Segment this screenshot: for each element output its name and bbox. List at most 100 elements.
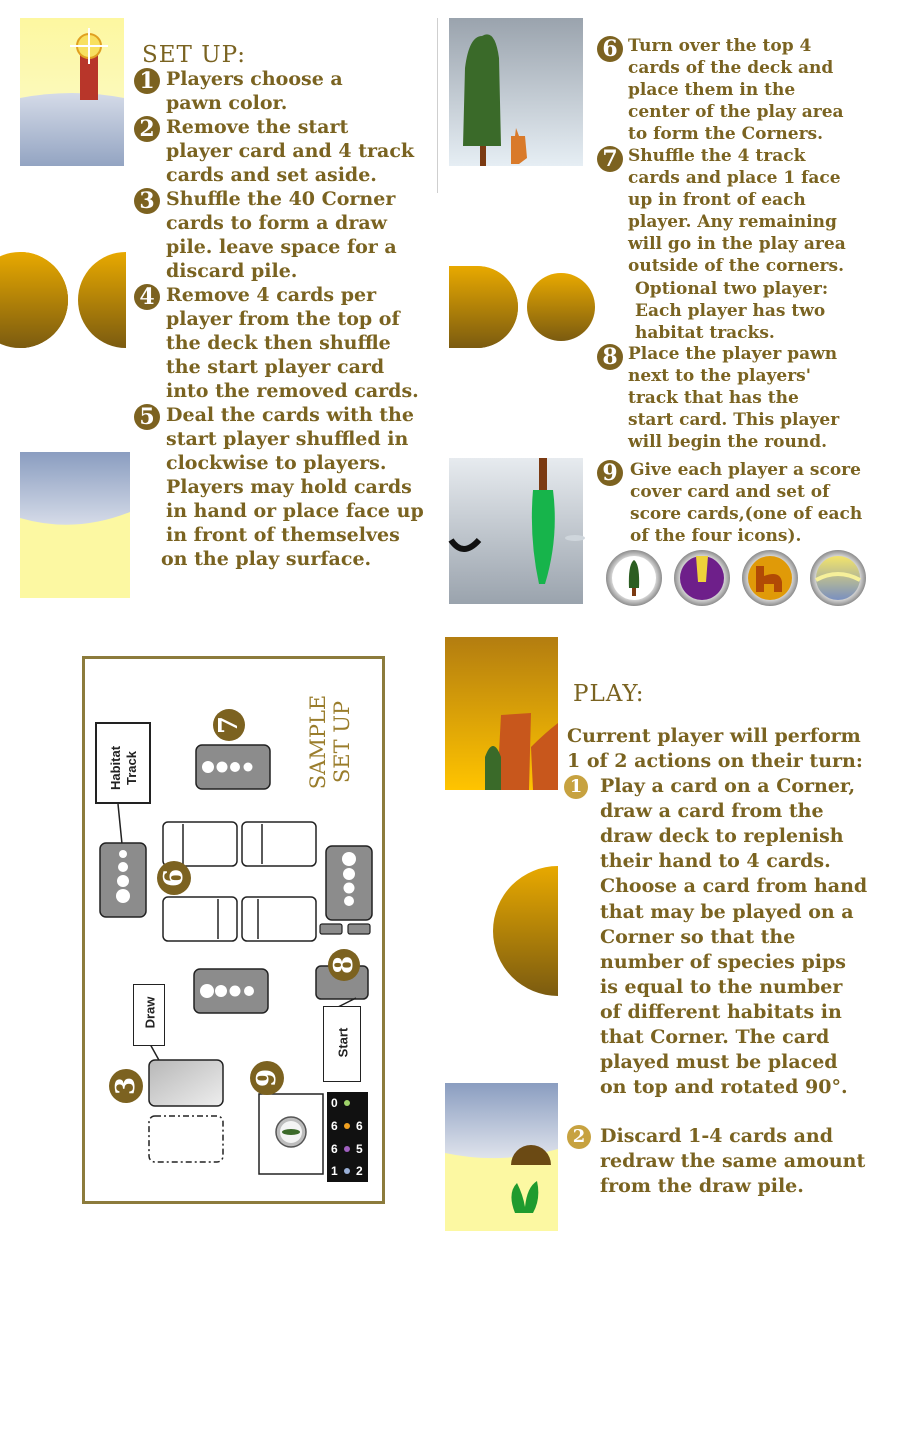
play-action-1-line: number of species pips: [600, 950, 846, 973]
setup-step-5-line: Deal the cards with the: [166, 404, 414, 426]
track-card-right: [319, 845, 373, 935]
marker-7: 7: [213, 709, 245, 741]
corner-cards: [162, 821, 317, 942]
score-row-3-right: 5: [356, 1142, 363, 1156]
setup-right-step-2-line: up in front of each: [628, 190, 806, 210]
setup-step-4-line: player from the top of: [166, 308, 400, 330]
setup-right-step-1-line: to form the Corners.: [628, 124, 824, 144]
discard-pile: [148, 1115, 224, 1163]
play-action-1-number: 1: [564, 775, 588, 799]
play-intro-line: 1 of 2 actions on their turn:: [567, 750, 863, 772]
draw-label-text: Draw: [142, 996, 158, 1029]
setup-right-step-8-number: 8: [597, 344, 623, 370]
track-card-bottom: [193, 968, 269, 1014]
setup-title: SET UP:: [142, 42, 246, 68]
sun-half-right: [449, 266, 595, 348]
setup-right-step-4-line: next to the players': [628, 366, 811, 386]
score-row-4-left: 1: [331, 1164, 338, 1178]
setup-right-step-9-number: 9: [597, 460, 623, 486]
setup-right-step-1-line: Turn over the top 4: [628, 36, 812, 56]
tree-card-art: [449, 18, 583, 166]
setup-right-step-2-line: cards and place 1 face: [628, 168, 841, 188]
play-intro-line: Current player will perform: [567, 725, 861, 747]
plant-card-art: [445, 1083, 558, 1231]
setup-step-5-line: on the play surface.: [161, 548, 372, 570]
marker-3: 3: [109, 1069, 143, 1103]
setup-right-step-3-line: habitat tracks.: [635, 323, 775, 343]
setup-right-step-4-line: will begin the round.: [628, 432, 828, 452]
play-action-1-line: is equal to the number: [600, 975, 843, 998]
play-action-1-line: that may be played on a: [600, 900, 854, 923]
play-action-1-line: that Corner. The card: [600, 1026, 830, 1048]
play-action-2-line: Discard 1-4 cards and: [600, 1125, 834, 1147]
setup-right-step-2-line: outside of the corners.: [628, 256, 844, 276]
setup-step-5-line: in front of themselves: [166, 524, 400, 546]
setup-right-step-4-line: start card. This player: [628, 410, 840, 430]
setup-right-step-5-line: score cards,(one of each: [630, 504, 863, 524]
habitat-track-card: [99, 842, 147, 918]
setup-step-3-line: discard pile.: [166, 260, 298, 282]
habitat-track-label: Habitat Track: [95, 722, 151, 804]
play-action-1-line: Corner so that the: [600, 925, 796, 948]
draw-label: Draw: [133, 984, 165, 1046]
setup-step-3-number: 3: [134, 188, 160, 214]
setup-step-4-line: into the removed cards.: [166, 380, 419, 402]
setup-step-1-number: 1: [134, 68, 160, 94]
play-action-1-line: played must be placed: [600, 1051, 838, 1074]
sample-setup-diagram: [82, 656, 385, 1204]
play-title: PLAY:: [573, 681, 645, 707]
play-action-1-line: on top and rotated 90°.: [600, 1076, 848, 1099]
score-row-1-left: 0: [331, 1096, 338, 1110]
setup-step-5-line: Players may hold cards: [166, 476, 412, 498]
setup-right-step-1-line: cards of the deck and: [628, 58, 834, 78]
setup-right-step-2-line: will go in the play area: [628, 234, 846, 254]
setup-right-step-1-line: center of the play area: [628, 102, 844, 122]
setup-right-step-4-line: track that has the: [628, 388, 799, 408]
setup-right-step-5-line: cover card and set of: [630, 482, 830, 502]
score-cover-card: [258, 1093, 324, 1175]
setup-step-2-line: player card and 4 track: [166, 140, 415, 162]
forest-score-icon: [606, 550, 662, 606]
setup-right-step-3-line: Optional two player:: [635, 279, 829, 299]
setup-step-5-line: start player shuffled in: [166, 428, 409, 450]
draw-pile: [148, 1043, 224, 1107]
play-action-1-line: their hand to 4 cards.: [600, 850, 831, 873]
sun-half-play: [493, 866, 558, 996]
sun-half-left: [0, 252, 126, 348]
setup-step-4-number: 4: [134, 284, 160, 310]
setup-step-5-line: in hand or place face up: [166, 500, 424, 522]
score-row-2-right: 6: [356, 1119, 363, 1133]
play-action-1-line: of different habitats in: [600, 1000, 842, 1023]
play-action-2-line: redraw the same amount: [600, 1150, 866, 1172]
setup-step-3-line: Shuffle the 40 Corner: [166, 188, 396, 210]
setup-step-5-number: 5: [134, 404, 160, 430]
setup-step-2-number: 2: [134, 116, 160, 142]
setup-step-4-line: the deck then shuffle: [166, 332, 391, 354]
score-cards-stack: [327, 1092, 368, 1182]
setup-step-2-line: cards and set aside.: [166, 164, 377, 186]
setup-step-1-line: pawn color.: [166, 92, 288, 114]
canyon-card-art: [445, 637, 558, 790]
setup-right-step-3-line: Each player has two: [635, 301, 826, 321]
marker-6: 6: [157, 861, 191, 895]
play-action-1-line: Choose a card from hand: [600, 875, 868, 898]
setup-step-3-line: cards to form a draw: [166, 212, 388, 234]
setup-step-4-line: the start player card: [166, 356, 385, 378]
play-action-2-number: 2: [567, 1125, 591, 1149]
play-action-1-line: Play a card on a Corner,: [600, 775, 856, 797]
setup-right-step-2-line: player. Any remaining: [628, 212, 837, 232]
start-label-text: Start: [335, 1027, 351, 1058]
play-action-1-line: draw deck to replenish: [600, 825, 844, 848]
score-row-2-left: 6: [331, 1119, 338, 1133]
track-card-top: [195, 744, 271, 790]
setup-right-step-7-number: 7: [597, 146, 623, 172]
setup-right-step-6-number: 6: [597, 36, 623, 62]
night-score-icon: [674, 550, 730, 606]
setup-step-5-line: clockwise to players.: [166, 452, 387, 474]
setup-step-2-line: Remove the start: [166, 116, 349, 138]
lighthouse-card-art: [20, 18, 124, 166]
setup-right-step-1-line: place them in the: [628, 80, 796, 100]
score-row-3-left: 6: [331, 1142, 338, 1156]
setup-step-3-line: pile. leave space for a: [166, 236, 397, 258]
